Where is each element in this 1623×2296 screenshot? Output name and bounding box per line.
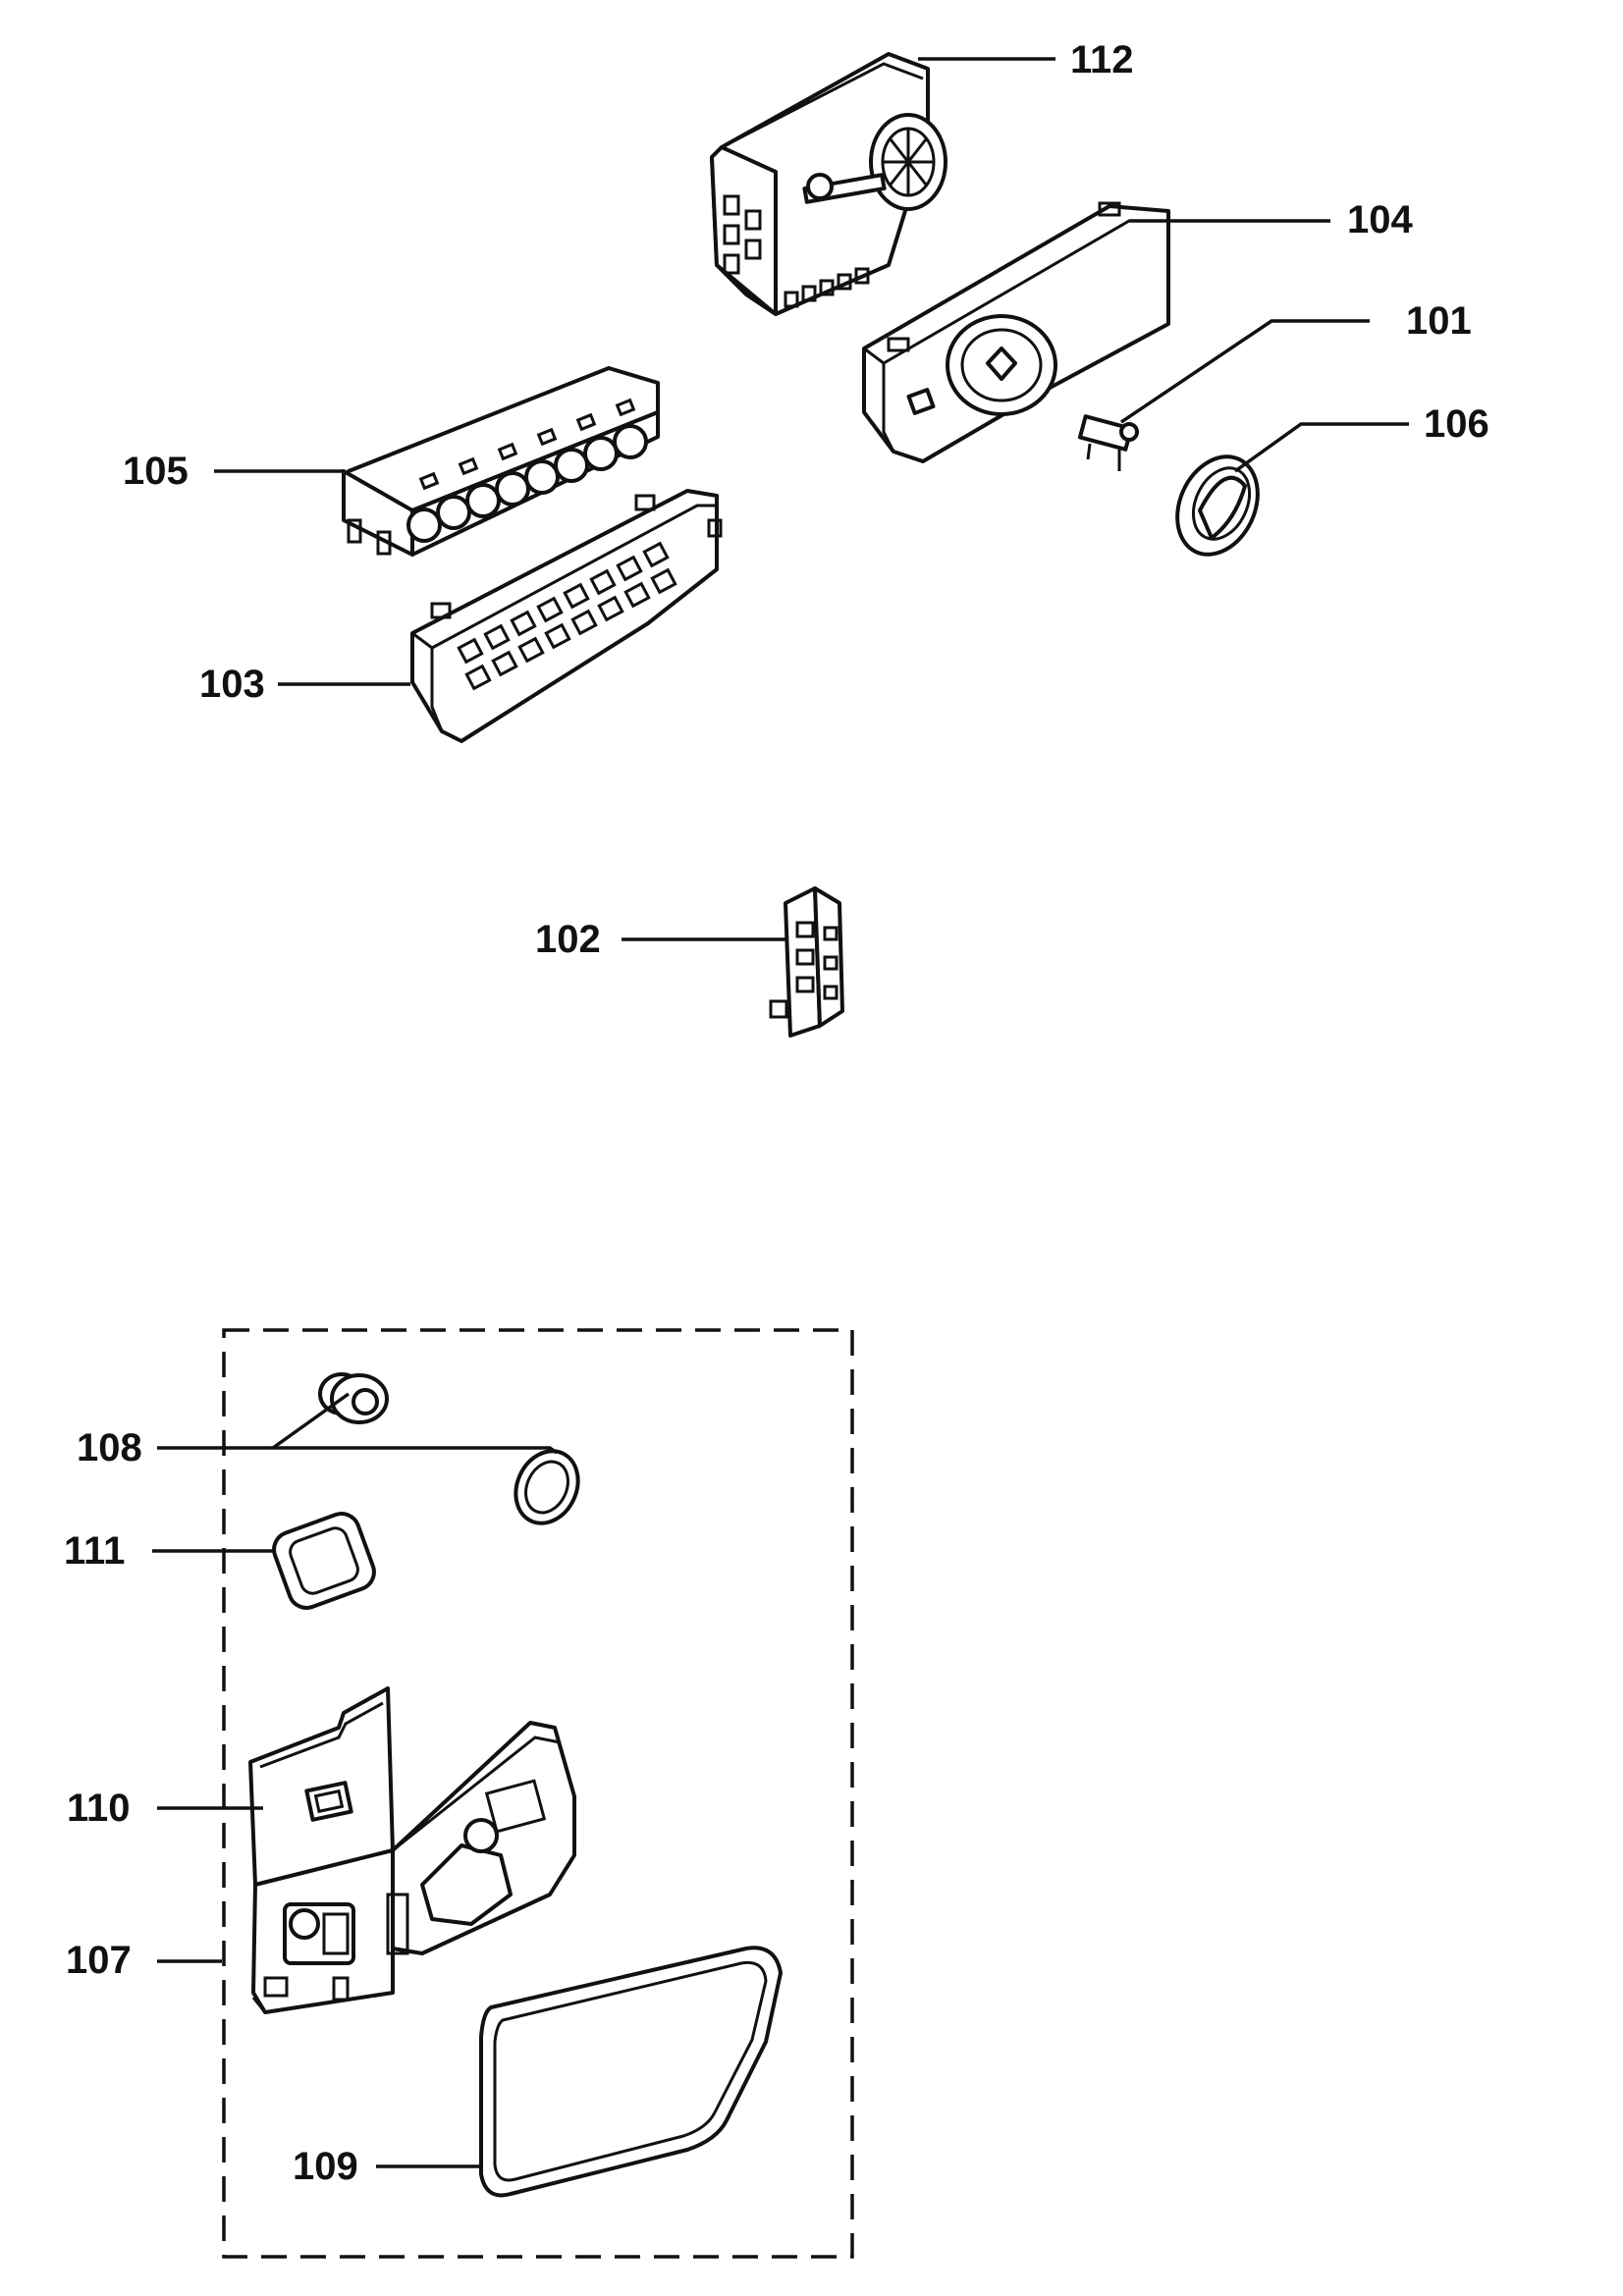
- part-112-timer: [710, 52, 947, 316]
- part-102-connector: [769, 886, 844, 1038]
- callout-101: 101: [1406, 299, 1472, 343]
- leader-101: [1120, 319, 1370, 424]
- part-103-front-panel: [410, 489, 723, 743]
- callout-103: 103: [199, 663, 265, 706]
- callout-labels: 112 104 101 106 105 103 102 108 111 110 …: [64, 38, 1489, 2188]
- callout-106: 106: [1424, 402, 1489, 446]
- panel-key-grid: [457, 541, 677, 691]
- callout-105: 105: [123, 450, 189, 493]
- part-108-valve: [318, 1372, 389, 1424]
- callout-104: 104: [1347, 198, 1413, 241]
- leader-106: [1233, 422, 1409, 473]
- part-107-lock-mechanism: [251, 1721, 576, 2014]
- leader-lines: [152, 57, 1409, 2168]
- part-107-assembly-group: [222, 1328, 854, 2259]
- callout-112: 112: [1070, 38, 1134, 81]
- callout-102: 102: [535, 918, 601, 961]
- leader-108-valve: [271, 1392, 351, 1450]
- part-111-gasket: [272, 1512, 376, 1610]
- leader-108-ring: [157, 1446, 559, 1455]
- part-101-lamp: [1077, 414, 1139, 471]
- part-105-switch-block: [342, 366, 660, 557]
- callout-108: 108: [77, 1426, 142, 1469]
- part-109-large-seal: [479, 1946, 783, 2198]
- callout-110: 110: [67, 1787, 131, 1830]
- callout-111: 111: [64, 1529, 125, 1573]
- part-108-o-ring: [514, 1449, 580, 1525]
- callout-107: 107: [66, 1939, 132, 1982]
- callout-109: 109: [293, 2145, 358, 2188]
- part-106-knob: [1175, 454, 1260, 557]
